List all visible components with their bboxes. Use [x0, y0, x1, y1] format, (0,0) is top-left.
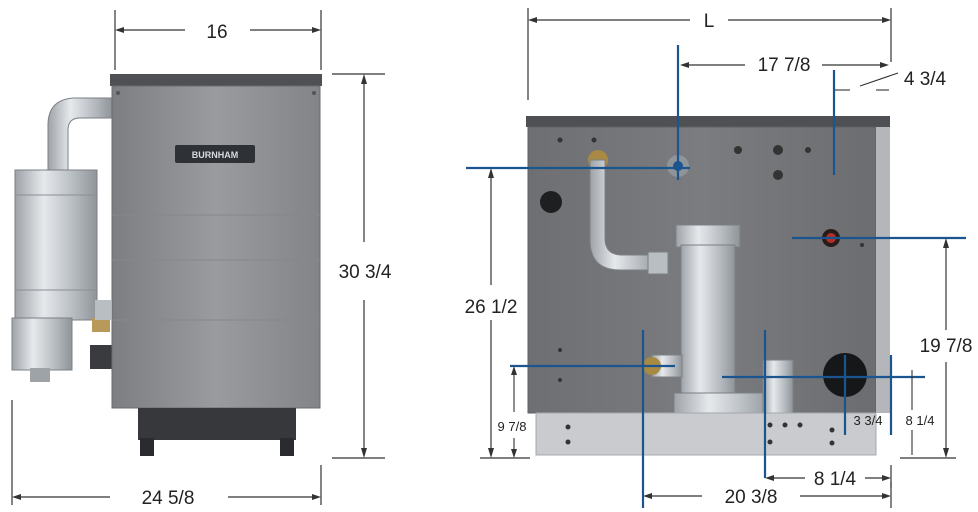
return-manifold	[643, 224, 794, 422]
return-height-dimension	[511, 366, 517, 458]
overall-width-label: L	[704, 11, 715, 32]
flue-offset-dimension	[680, 62, 889, 68]
left-depth-dimension	[11, 400, 322, 505]
flue-center-label: 3 3/4	[854, 413, 883, 428]
boiler-cabinet-side: BURNHAM	[110, 74, 322, 456]
left-height-label: 30 3/4	[339, 262, 392, 283]
flue-offset-label: 17 7/8	[758, 55, 811, 76]
left-depth-label: 24 5/8	[142, 488, 195, 509]
supply-height-label: 26 1/2	[465, 297, 518, 318]
base-offset-label: 8 1/4	[814, 469, 857, 490]
overall-width-dimension	[527, 8, 892, 100]
side-offset-label: 4 3/4	[904, 69, 947, 90]
rear-port-left	[540, 191, 562, 213]
return-offset-label: 20 3/8	[725, 487, 778, 508]
side-tapping-height-dimension	[900, 238, 956, 459]
supply-height-dimension	[480, 168, 530, 459]
brand-logo-text: BURNHAM	[192, 150, 239, 160]
return-height-label: 9 7/8	[498, 419, 527, 434]
side-tapping-height-label: 19 7/8	[920, 336, 973, 357]
vent-pipe-assembly	[11, 97, 113, 382]
brand-logo	[175, 145, 255, 163]
supply-pipe	[589, 159, 669, 275]
left-height-dimension	[332, 73, 385, 459]
gas-center-label: 8 1/4	[906, 413, 935, 428]
side-offset-dimension	[835, 72, 899, 91]
right-rear-view: L	[465, 8, 973, 508]
connection-centerlines	[466, 45, 966, 508]
left-width-label: 16	[206, 22, 227, 43]
left-side-view: 16 BURNHAM	[11, 10, 392, 509]
boiler-base-plate	[535, 412, 877, 456]
return-offset-dimension	[643, 482, 892, 508]
left-width-dimension	[114, 10, 322, 70]
